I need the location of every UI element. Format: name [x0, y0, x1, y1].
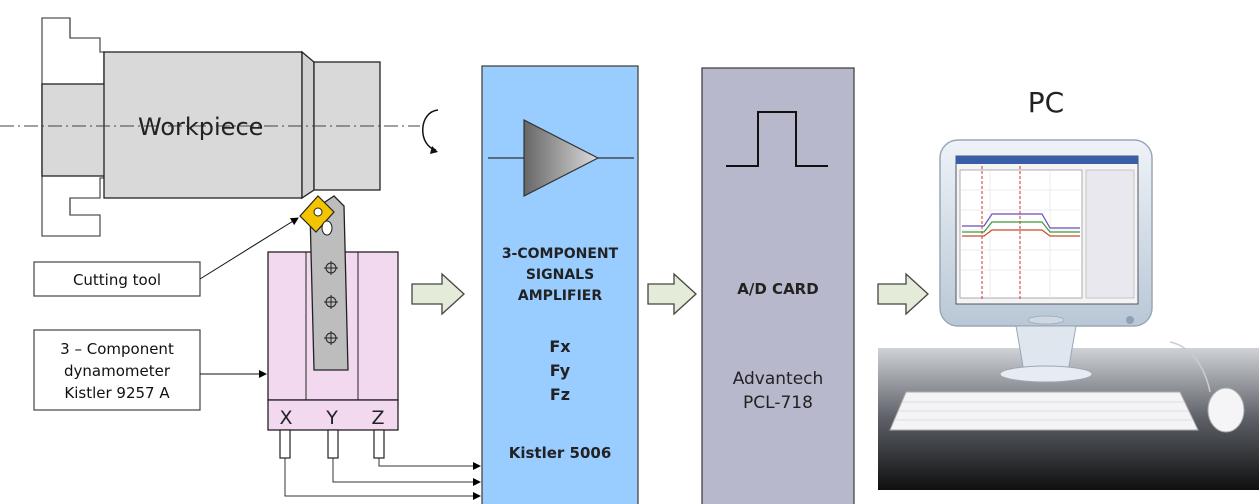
computer-illustration: [878, 139, 1259, 490]
amplifier-block: [481, 65, 639, 504]
force-fx: Fx: [549, 337, 571, 356]
flow-arrow: [877, 272, 929, 316]
svg-text:dynamometer: dynamometer: [64, 362, 171, 380]
tool-holder: [299, 195, 349, 371]
axis-z-label: Z: [371, 407, 384, 429]
axis-x-label: X: [279, 407, 292, 429]
ad-card-title: A/D CARD: [737, 280, 818, 298]
signal-cables: [284, 458, 481, 500]
amplifier-title-3: AMPLIFIER: [518, 288, 602, 304]
ad-card-line1: Advantech: [733, 369, 824, 389]
axis-y-label: Y: [325, 407, 338, 429]
mouse-icon: [1207, 387, 1245, 433]
amplifier-symbol-icon: [523, 119, 600, 197]
dynamometer: [267, 251, 399, 431]
amplifier-title-1: 3-COMPONENT: [502, 246, 619, 262]
force-fz: Fz: [550, 385, 570, 404]
force-fy: Fy: [550, 361, 571, 380]
pulse-signal-icon: [726, 111, 828, 167]
flow-arrow: [647, 272, 697, 316]
flow-arrow: [411, 272, 465, 316]
rotation-icon: [422, 109, 439, 154]
dynamometer-callout: 3 – Component dynamometer Kistler 9257 A: [33, 329, 267, 411]
workpiece-label: Workpiece: [138, 113, 263, 141]
ad-card-block: [701, 67, 855, 504]
pc-label: PC: [1028, 86, 1064, 119]
ad-card-line2: PCL-718: [743, 393, 813, 413]
amplifier-title-2: SIGNALS: [526, 267, 594, 283]
svg-text:Kistler 9257 A: Kistler 9257 A: [64, 384, 170, 402]
sensor-connectors: [279, 429, 385, 459]
svg-text:3 – Component: 3 – Component: [60, 340, 174, 358]
svg-text:Cutting tool: Cutting tool: [73, 271, 161, 289]
amplifier-model: Kistler 5006: [509, 444, 612, 462]
cutting-tool-callout: Cutting tool: [33, 217, 299, 297]
